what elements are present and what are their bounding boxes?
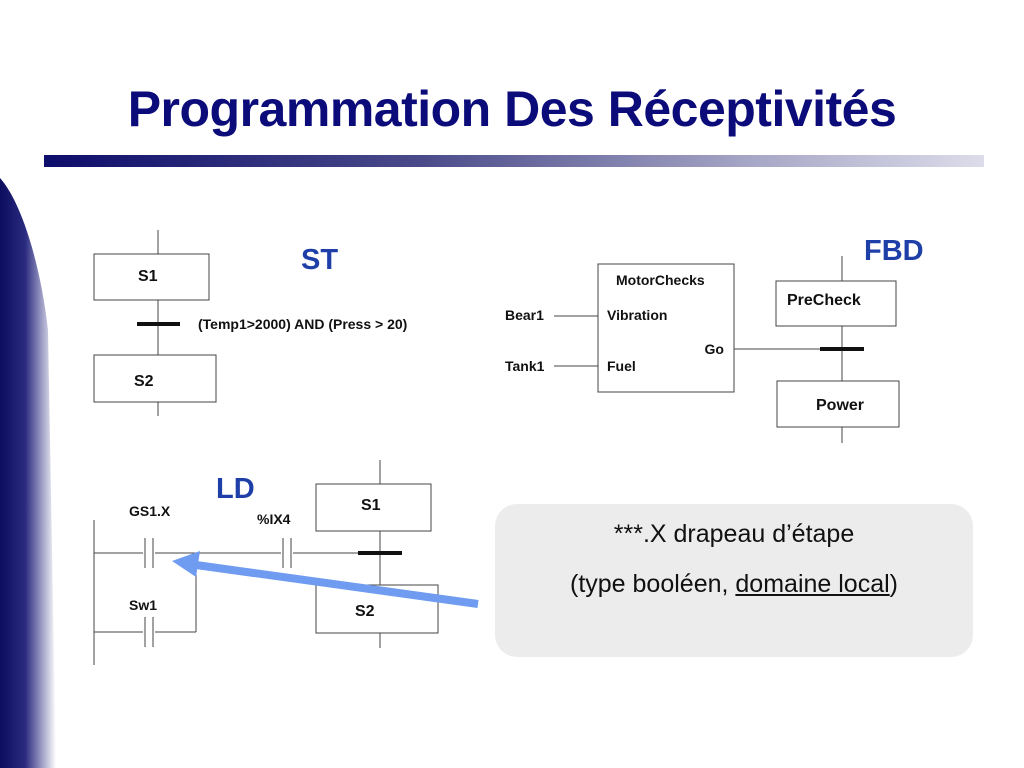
- fbd-label: FBD: [864, 235, 924, 267]
- fbd-function-block: [597, 263, 735, 393]
- fbd-step-precheck-label: PreCheck: [787, 292, 861, 309]
- fbd-step-power-label: Power: [816, 397, 864, 414]
- ld-step-s1: [315, 483, 432, 532]
- ld-diagram: [93, 460, 439, 665]
- title-underline-bar: [44, 155, 984, 167]
- fbd-step-power: [776, 380, 900, 428]
- fbd-signal-tank1: Tank1: [505, 358, 545, 374]
- note-line-1: ***.X drapeau d’étape: [613, 520, 855, 548]
- note-callout: ***.X drapeau d’étape (type booléen, dom…: [495, 504, 973, 657]
- ld-step-s2-label: S2: [355, 603, 375, 620]
- st-step-s1-label: S1: [138, 268, 158, 285]
- fbd-diagram: [554, 256, 900, 443]
- ld-contact-sw1-label: Sw1: [129, 597, 157, 613]
- fbd-pin-go: Go: [705, 341, 724, 357]
- pointer-arrow: [172, 551, 479, 608]
- fbd-signal-bear1: Bear1: [505, 307, 544, 323]
- fbd-block-name: MotorChecks: [616, 272, 705, 288]
- ld-label: LD: [216, 473, 255, 505]
- st-condition: (Temp1>2000) AND (Press > 20): [198, 316, 407, 332]
- fbd-pin-fuel: Fuel: [607, 358, 636, 374]
- st-step-s2-label: S2: [134, 373, 154, 390]
- ld-contact-gs1x-label: GS1.X: [129, 503, 171, 519]
- st-label: ST: [301, 244, 338, 276]
- st-diagram: [93, 230, 217, 416]
- slide-title: Programmation Des Réceptivités: [127, 81, 897, 137]
- st-step-s1: [93, 253, 210, 301]
- ld-contact-ix4-label: %IX4: [257, 511, 291, 527]
- note-line-2-suffix: ): [889, 570, 898, 598]
- st-step-s2: [93, 354, 217, 403]
- fbd-pin-vibration: Vibration: [607, 307, 667, 323]
- note-underlined-term: domaine local: [735, 570, 890, 598]
- fbd-step-precheck: [775, 280, 897, 327]
- note-line-2: (type booléen, domaine local): [495, 570, 973, 599]
- left-decorative-band: [0, 178, 56, 768]
- ld-step-s1-label: S1: [361, 497, 381, 514]
- note-line-2-prefix: (type booléen,: [570, 570, 736, 598]
